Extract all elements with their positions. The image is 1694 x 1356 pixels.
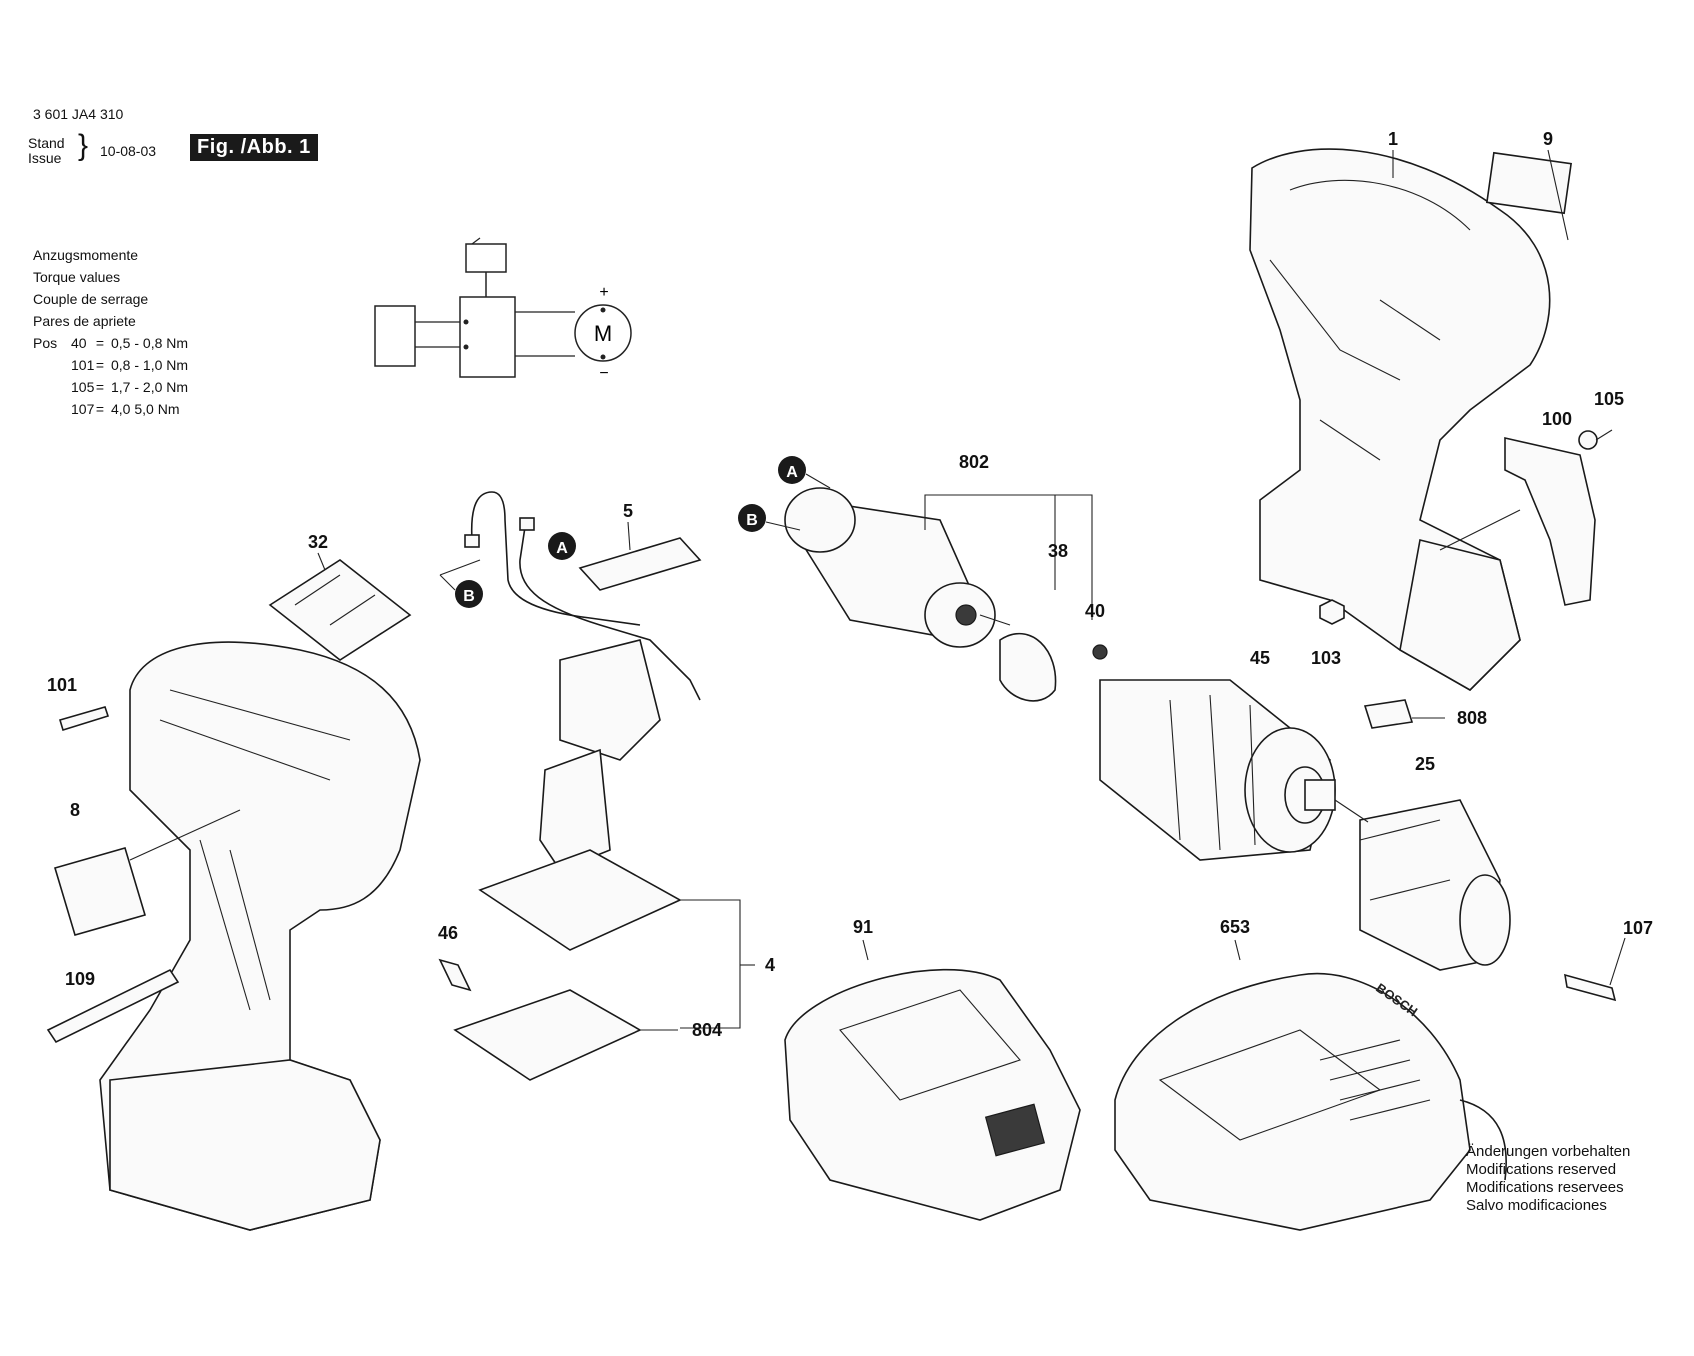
marker-b-harness — [455, 580, 483, 608]
marker-a-motor — [778, 456, 806, 484]
marker-a-harness — [548, 532, 576, 560]
part-91-battery — [784, 968, 1081, 1221]
torque-row-value: 4,0 5,0 Nm — [111, 401, 180, 417]
marker-b-motor-label: B — [746, 512, 758, 529]
torque-heading: Couple de serrage — [33, 291, 149, 307]
marker-b-motor — [738, 504, 766, 532]
part-100-belt-clip — [1504, 436, 1596, 606]
torque-pos-label: Pos — [33, 335, 58, 351]
header-brace: } — [78, 129, 89, 162]
callout-5: 5 — [623, 501, 633, 521]
torque-row-pos: 40 — [71, 335, 87, 351]
callout-653: 653 — [1220, 917, 1250, 937]
figure-badge: Fig. /Abb. 1 — [190, 134, 318, 161]
torque-row: Pos 40 = 0,5 - 0,8 Nm — [33, 332, 251, 354]
part-8-label — [54, 847, 146, 936]
torque-row-eq: = — [95, 357, 105, 373]
torque-heading: Torque values — [33, 269, 121, 285]
callout-8: 8 — [70, 800, 80, 820]
modifications-notice: Änderungen vorbehalten Modifications res… — [1466, 1143, 1630, 1215]
torque-row-pos: 101 — [71, 357, 95, 373]
callout-38: 38 — [1048, 541, 1068, 561]
callout-25: 25 — [1415, 754, 1435, 774]
torque-heading: Anzugsmomente — [33, 247, 139, 263]
part-103-nut — [1319, 599, 1345, 625]
schematic-minus: − — [599, 365, 608, 382]
torque-row-pos: 105 — [71, 379, 95, 395]
motor-label: M — [594, 321, 612, 346]
header-date: 10-08-03 — [100, 143, 157, 159]
part-1-housing-shell — [1249, 148, 1551, 691]
part-105-screw — [1578, 430, 1598, 450]
marker-a-motor-label: A — [786, 464, 798, 481]
part-40-screw — [1092, 644, 1108, 660]
part-45-gearbox — [1099, 679, 1336, 861]
schematic-plus: + — [599, 284, 608, 301]
callout-804: 804 — [692, 1020, 722, 1040]
callout-32: 32 — [308, 532, 328, 552]
part-107-screw — [1564, 973, 1617, 1002]
stand-label: Stand — [28, 135, 65, 151]
callout-40: 40 — [1085, 601, 1105, 621]
schematic-motor-symbol — [574, 304, 632, 362]
wiring-schematic: M + − — [374, 237, 632, 382]
torque-row-value: 1,7 - 2,0 Nm — [111, 379, 189, 395]
callout-45: 45 — [1250, 648, 1270, 668]
callout-91: 91 — [853, 917, 873, 937]
torque-row-eq: = — [95, 335, 105, 351]
callout-46: 46 — [438, 923, 458, 943]
motor-assembly — [784, 487, 1011, 648]
drill-housing — [99, 641, 421, 1231]
torque-row: 101 = 0,8 - 1,0 Nm — [33, 354, 251, 376]
callout-802: 802 — [959, 452, 989, 472]
part-number: 3 601 JA4 310 — [33, 106, 124, 122]
torque-row: 107 = 4,0 5,0 Nm — [33, 398, 251, 420]
torque-heading: Pares de apriete — [33, 313, 136, 329]
torque-row-pos: 107 — [71, 401, 95, 417]
issue-label: Issue — [28, 150, 62, 166]
marker-b-harness-label: B — [463, 588, 475, 605]
part-46-spring — [438, 958, 472, 992]
schematic-selector-box — [465, 243, 507, 273]
torque-row-value: 0,8 - 1,0 Nm — [111, 357, 189, 373]
callout-101: 101 — [47, 675, 77, 695]
part-109-bit — [46, 968, 180, 1044]
callout-808: 808 — [1457, 708, 1487, 728]
switch-module — [453, 639, 682, 1081]
part-5-cover — [578, 537, 702, 591]
torque-row-eq: = — [95, 379, 105, 395]
callout-9: 9 — [1543, 129, 1553, 149]
notice-line: Änderungen vorbehalten — [1466, 1143, 1631, 1160]
callout-103: 103 — [1311, 648, 1341, 668]
schematic-battery-box — [374, 305, 416, 367]
callout-107: 107 — [1623, 918, 1653, 938]
torque-row-value: 0,5 - 0,8 Nm — [111, 335, 189, 351]
notice-line: Modifications reservees — [1466, 1179, 1624, 1196]
wire-harness — [464, 491, 701, 701]
part-101-screw — [59, 706, 110, 732]
notice-line: Modifications reserved — [1466, 1161, 1617, 1178]
marker-a-harness-label: A — [556, 540, 568, 557]
part-32-selector — [268, 559, 412, 661]
part-38-plate — [999, 633, 1057, 702]
callout-4: 4 — [765, 955, 775, 975]
schematic-switch-box — [459, 296, 516, 378]
notice-line: Salvo modificaciones — [1466, 1197, 1607, 1214]
part-9-label — [1485, 151, 1573, 215]
callout-109: 109 — [65, 969, 95, 989]
part-25-chuck — [1359, 799, 1511, 971]
part-653-charger: BOSCH — [1114, 972, 1507, 1231]
callout-1: 1 — [1388, 129, 1398, 149]
torque-table: Anzugsmomente Torque values Couple de se… — [33, 244, 251, 420]
callout-105: 105 — [1594, 389, 1624, 409]
callout-100: 100 — [1542, 409, 1572, 429]
torque-row-eq: = — [95, 401, 105, 417]
torque-row: 105 = 1,7 - 2,0 Nm — [33, 376, 251, 398]
part-808-pad — [1363, 699, 1414, 729]
